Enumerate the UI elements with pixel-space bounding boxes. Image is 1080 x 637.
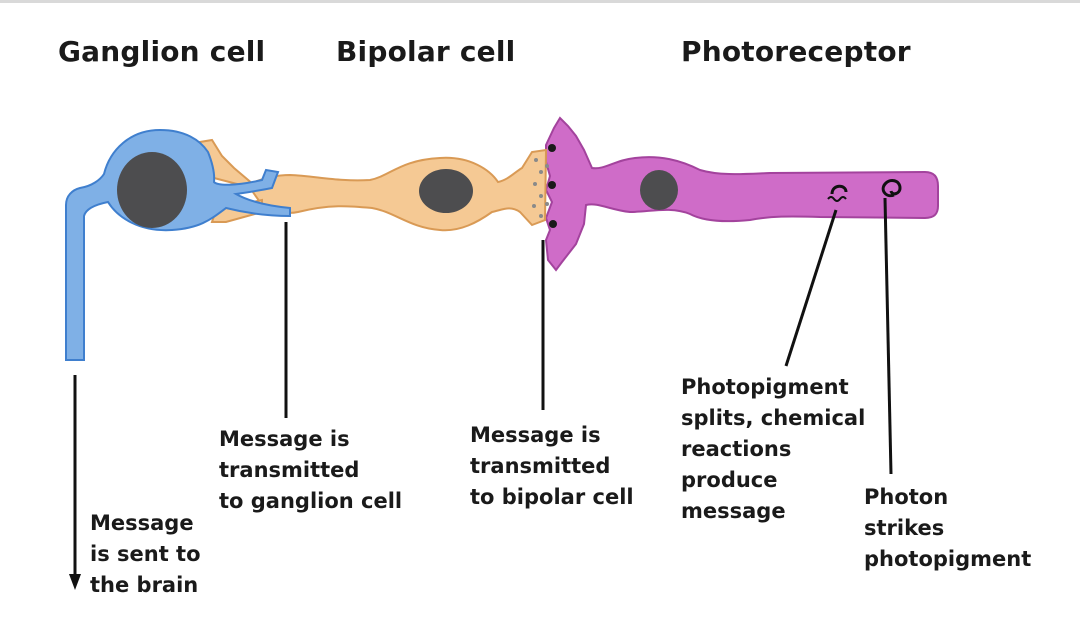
ganglion-nucleus <box>117 152 187 228</box>
bipolar-body <box>246 148 548 232</box>
photopigment-split-icon <box>830 184 848 195</box>
arrowhead-to-brain <box>69 574 81 590</box>
leader-line-photon <box>883 197 893 475</box>
leader-line-photopigment-splits <box>784 209 838 367</box>
caption-transmitted-to-ganglion: Message is transmitted to ganglion cell <box>219 427 403 513</box>
ganglion-cell <box>65 128 291 361</box>
bipolar-nucleus <box>419 169 473 213</box>
photoreceptor-cell <box>544 116 939 272</box>
caption-photon-strikes: Photon strikes photopigment <box>864 485 1032 571</box>
caption-transmitted-to-bipolar: Message is transmitted to bipolar cell <box>470 423 634 509</box>
synaptic-ribbons <box>548 144 557 228</box>
caption-message-sent-to-brain: Message is sent to the brain <box>90 511 201 597</box>
title-ganglion-cell: Ganglion cell <box>58 35 266 68</box>
photopigment-split-icon-wave <box>827 196 847 202</box>
leader-lines <box>73 197 893 576</box>
title-bipolar-cell: Bipolar cell <box>336 35 516 68</box>
photoreceptor-nucleus <box>640 170 678 210</box>
caption-photopigment-splits: Photopigment splits, chemical reactions … <box>681 375 866 523</box>
title-photoreceptor: Photoreceptor <box>681 35 911 68</box>
ganglion-body <box>65 128 291 361</box>
photoreceptor-body <box>544 116 939 272</box>
synapse-vesicles <box>532 158 549 218</box>
photopigment-icon <box>881 179 902 198</box>
top-divider <box>0 0 1080 3</box>
